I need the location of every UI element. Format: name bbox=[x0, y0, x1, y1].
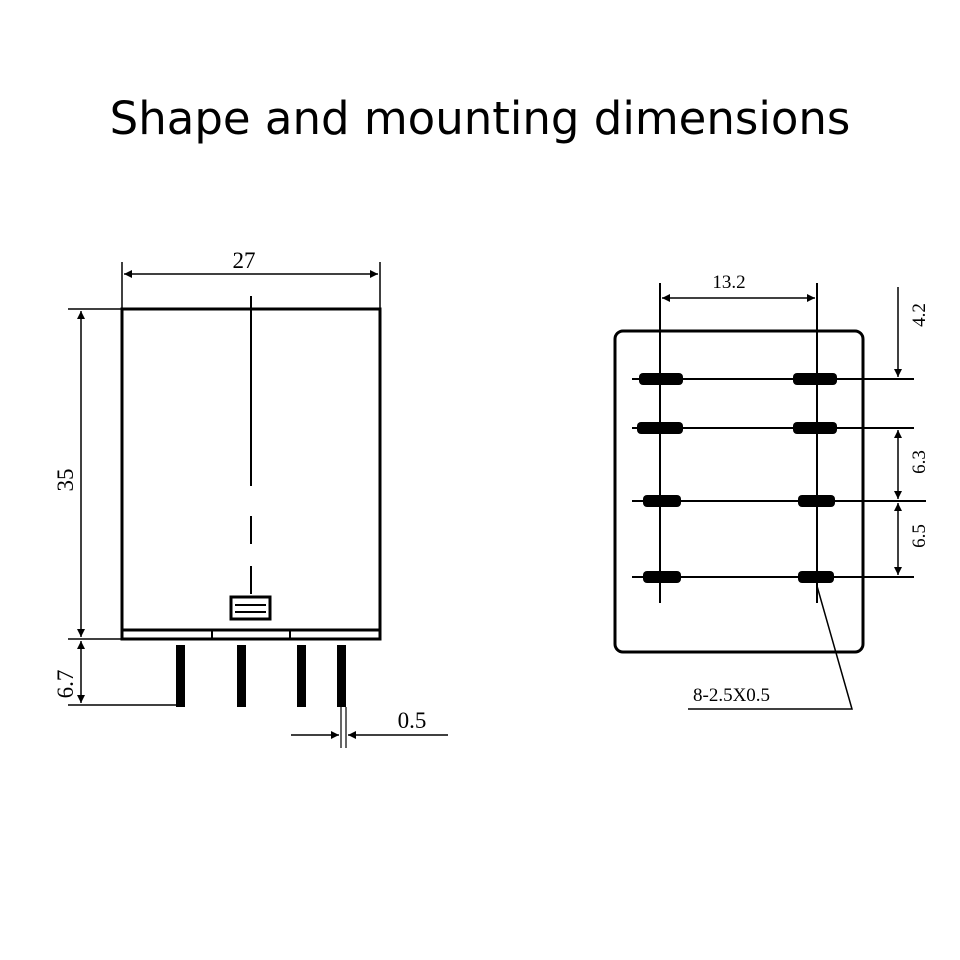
pin-slot bbox=[798, 571, 834, 583]
row-gap-1-label: 6.3 bbox=[909, 450, 930, 474]
height-label: 35 bbox=[53, 469, 78, 492]
pin-slot bbox=[793, 373, 837, 385]
pin bbox=[237, 645, 246, 707]
pins bbox=[176, 645, 346, 707]
pin-slot bbox=[639, 373, 683, 385]
pin-spec-label: 8-2.5X0.5 bbox=[693, 685, 770, 706]
pin-length-label: 6.7 bbox=[53, 670, 78, 699]
row-gap-2-label: 6.5 bbox=[909, 524, 930, 548]
pin bbox=[337, 645, 346, 707]
pin-slots bbox=[637, 373, 837, 583]
pin-slot bbox=[798, 495, 835, 507]
pin bbox=[297, 645, 306, 707]
side-view bbox=[68, 262, 448, 748]
top-offset-label: 4.2 bbox=[909, 303, 930, 327]
page-title: Shape and mounting dimensions bbox=[109, 92, 851, 145]
pin-pitch-label: 13.2 bbox=[712, 272, 745, 293]
latch-tab bbox=[229, 595, 272, 621]
bottom-view bbox=[613, 283, 926, 710]
pin-slot bbox=[643, 495, 681, 507]
pin-slot bbox=[637, 422, 683, 434]
pin-slot bbox=[793, 422, 837, 434]
pin-slot bbox=[643, 571, 681, 583]
base-outline bbox=[613, 329, 865, 654]
pin-spec-leader bbox=[688, 585, 853, 710]
width-label: 27 bbox=[233, 248, 256, 273]
pin bbox=[176, 645, 185, 707]
pin-thickness-label: 0.5 bbox=[398, 708, 427, 733]
